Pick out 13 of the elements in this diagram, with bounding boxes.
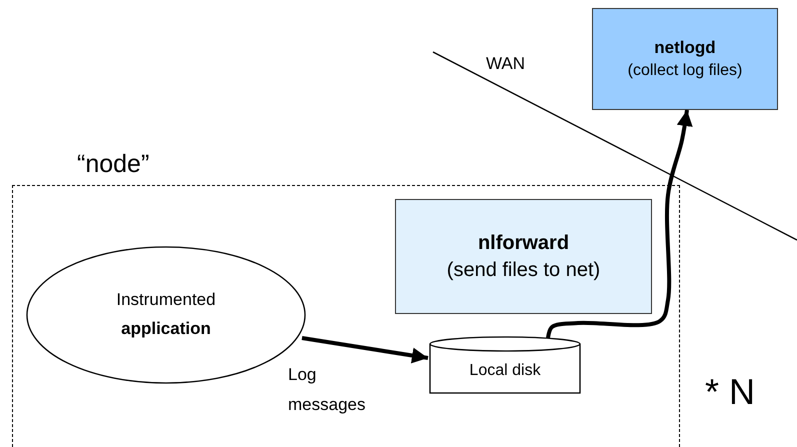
network-label: WAN: [486, 54, 526, 74]
multiplicity-label: * N: [705, 370, 756, 414]
arrow: [302, 336, 428, 364]
disk-cylinder: [429, 336, 581, 393]
box-text: Instrumented application: [115, 289, 217, 340]
box-text: (send files to net): [446, 258, 600, 282]
box-text: Local disk: [469, 360, 541, 381]
group-heading: “node”: [77, 149, 150, 180]
server-box: [592, 8, 778, 110]
box-title: nlforward: [478, 230, 570, 256]
box-text: (collect log files): [628, 60, 742, 81]
box-title: netlogd: [654, 36, 716, 59]
process-box: [395, 199, 652, 314]
